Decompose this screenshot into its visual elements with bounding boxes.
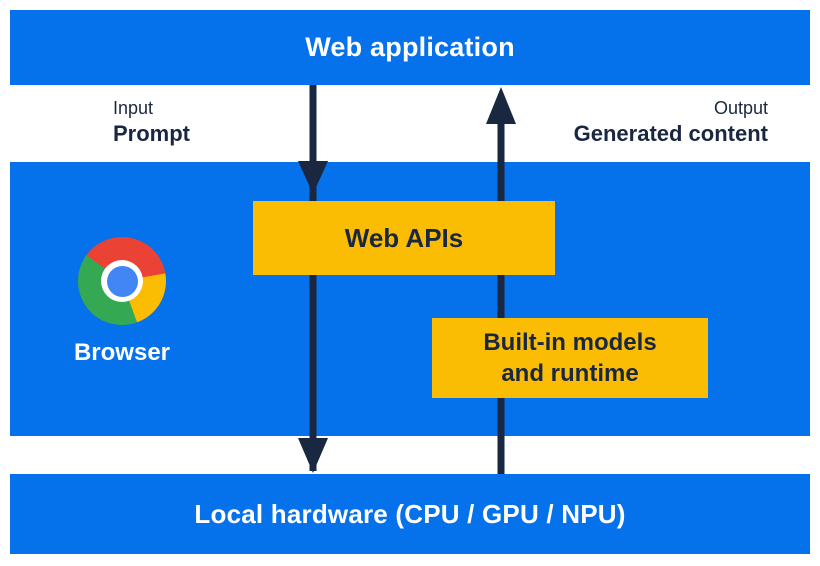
web-apis-box: Web APIs	[253, 201, 555, 275]
built-in-models-box: Built-in models and runtime	[432, 318, 708, 398]
chrome-logo-ring	[101, 260, 143, 302]
input-label-group: Input Prompt	[113, 95, 190, 147]
output-label-group: Output Generated content	[574, 95, 768, 147]
web-apis-label: Web APIs	[344, 222, 464, 253]
input-title: Input	[113, 98, 154, 118]
browser-label: Browser	[73, 339, 171, 366]
input-value-label: Prompt	[113, 121, 190, 146]
down-arrow-head-bottom	[298, 438, 328, 473]
chrome-logo-center	[106, 265, 138, 297]
output-value-label: Generated content	[573, 121, 768, 146]
built-in-models-label-line2: and runtime	[501, 360, 639, 387]
local-hardware-label: Local hardware (CPU / GPU / NPU)	[194, 498, 626, 529]
up-arrow-head-top	[486, 87, 516, 124]
local-hardware-band: Local hardware (CPU / GPU / NPU)	[10, 474, 810, 554]
output-title: Output	[713, 98, 768, 118]
chrome-logo-icon	[78, 237, 166, 325]
built-in-models-label-line1: Built-in models	[483, 329, 657, 356]
web-application-band: Web application	[10, 10, 810, 85]
web-application-label: Web application	[305, 32, 515, 62]
